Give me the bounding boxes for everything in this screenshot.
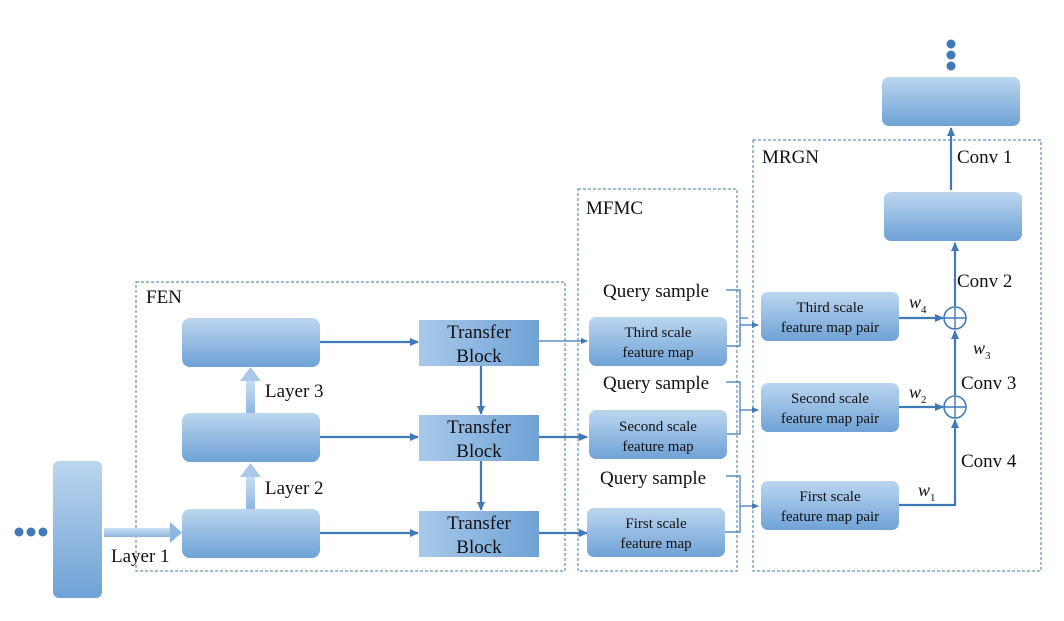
fen-stage-middle [182,413,320,462]
layer3-label: Layer 3 [265,381,324,402]
transfer-block-bottom [419,511,539,557]
mfmc-region-label: MFMC [586,198,643,219]
second-scale-pair-line1: Second scale [791,391,869,407]
third-scale-feature-map-line2: feature map [622,345,693,361]
fen-region-label: FEN [146,287,182,308]
fen-stage-bottom [182,509,320,558]
mrgn-region-label: MRGN [762,147,819,168]
first-scale-feature-map-line2: feature map [620,536,691,552]
weight-w2: w2 [909,382,927,406]
ellipsis-left-icon [14,527,48,537]
query-sample-label-third: Query sample [603,281,709,302]
second-scale-pair [761,383,899,432]
sum-node-lower-icon [943,395,967,419]
weight-w1: w1 [918,480,936,504]
transfer-block-top-line2: Block [456,346,502,367]
layer2-arrow [240,463,261,509]
second-scale-feature-map-line2: feature map [622,439,693,455]
mrgn-region [752,139,1042,572]
ellipsis-top-icon [946,39,956,71]
transfer-block-middle [419,415,539,461]
weight-w4: w4 [909,292,927,316]
layer3-arrow [240,367,261,413]
sum-node-upper-icon [943,306,967,330]
first-scale-feature-map [587,508,725,557]
conv1-output-block [882,77,1020,126]
third-scale-feature-map [589,317,727,366]
third-scale-pair-line2: feature map pair [781,320,879,336]
arrow-first-pair-up [899,419,959,507]
transfer-block-middle-line1: Transfer [447,417,511,438]
conv4-label: Conv 4 [961,451,1017,472]
conv3-label: Conv 3 [961,373,1016,394]
transfer-block-top [419,320,539,366]
second-scale-feature-map [589,410,727,459]
transfer-block-middle-line2: Block [456,441,502,462]
fen-region [135,281,566,572]
mfmc-region [577,188,738,572]
fen-stage-top [182,318,320,367]
first-scale-pair-line1: First scale [799,489,861,505]
third-scale-feature-map-line1: Third scale [624,325,691,341]
second-scale-pair-line2: feature map pair [781,411,879,427]
transfer-block-bottom-line1: Transfer [447,513,511,534]
conv1-label: Conv 1 [957,147,1012,168]
layer2-label: Layer 2 [265,478,324,499]
input-block [53,461,102,598]
conv2-output-block [884,192,1022,241]
first-scale-feature-map-line1: First scale [625,516,687,532]
query-sample-label-first: Query sample [600,468,706,489]
first-scale-pair-line2: feature map pair [781,509,879,525]
connector-third [726,289,759,347]
layer1-label: Layer 1 [111,546,170,567]
connector-first [725,475,759,533]
conv2-label: Conv 2 [957,271,1012,292]
third-scale-pair [761,292,899,341]
transfer-block-bottom-line2: Block [456,537,502,558]
layer1-arrow [104,522,182,543]
connector-second [726,381,759,435]
weight-w3: w3 [973,338,991,362]
query-sample-label-second: Query sample [603,373,709,394]
third-scale-pair-line1: Third scale [796,300,863,316]
first-scale-pair [761,481,899,530]
second-scale-feature-map-line1: Second scale [619,419,697,435]
transfer-block-top-line1: Transfer [447,322,511,343]
